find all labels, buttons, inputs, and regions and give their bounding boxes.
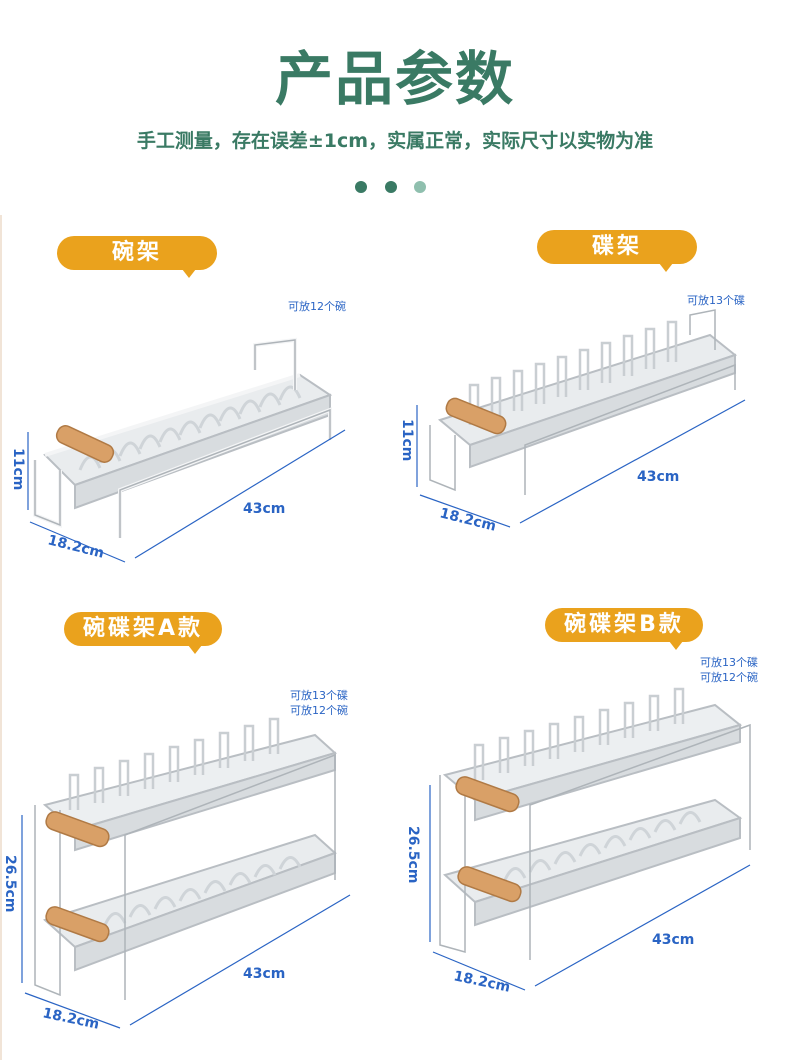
rack-illustration-bowl: 11cm 18.2cm 43cm (10, 337, 346, 563)
capacity-line: 可放12个碗 (288, 300, 346, 313)
capacity-line: 可放12个碗 (700, 671, 758, 684)
dim-depth: 18.2cm (46, 532, 106, 561)
dim-length: 43cm (243, 966, 285, 982)
badge-label: 碗碟架A款 (82, 616, 204, 641)
left-edge-strip (0, 215, 2, 1060)
dim-length: 43cm (637, 469, 679, 485)
rack-illustration-b: 26.5cm 18.2cm 43cm (405, 687, 751, 996)
dim-length: 43cm (652, 932, 694, 948)
dim-height: 26.5cm (2, 855, 18, 912)
product-badge: 碗碟架A款 (64, 612, 222, 654)
capacity-line: 可放13个碟 (700, 656, 758, 669)
product-badge: 碗架 (57, 236, 217, 278)
capacity-note: 可放13个碟 (687, 293, 745, 308)
badge-label: 碗碟架B款 (564, 612, 684, 637)
product-badge: 碗碟架B款 (545, 608, 703, 650)
dim-depth: 18.2cm (438, 505, 498, 534)
page-subtitle: 手工测量，存在误差±1cm，实属正常，实际尺寸以实物为准 (136, 130, 654, 152)
badge-label: 碟架 (591, 234, 642, 259)
capacity-line: 可放13个碟 (687, 294, 745, 307)
badge-label: 碗架 (111, 240, 162, 265)
product-badge: 碟架 (537, 230, 697, 272)
capacity-line: 可放13个碟 (290, 689, 348, 702)
dim-height: 11cm (399, 419, 415, 461)
indicator-dot (414, 181, 426, 193)
capacity-line: 可放12个碗 (290, 704, 348, 717)
capacity-note: 可放13个碟 可放12个碗 (700, 655, 758, 685)
indicator-dot (385, 181, 397, 193)
dim-height: 26.5cm (405, 826, 421, 883)
dim-length: 43cm (243, 501, 285, 517)
indicator-dot (355, 181, 367, 193)
page-title: 产品参数 (274, 45, 515, 113)
dim-height: 11cm (10, 448, 26, 490)
capacity-note: 可放13个碟 可放12个碗 (290, 688, 348, 718)
rack-illustration-a: 26.5cm 18.2cm 43cm (2, 717, 351, 1033)
rack-illustration-plate: 11cm 18.2cm 43cm (399, 309, 746, 535)
capacity-note: 可放12个碗 (288, 299, 346, 314)
